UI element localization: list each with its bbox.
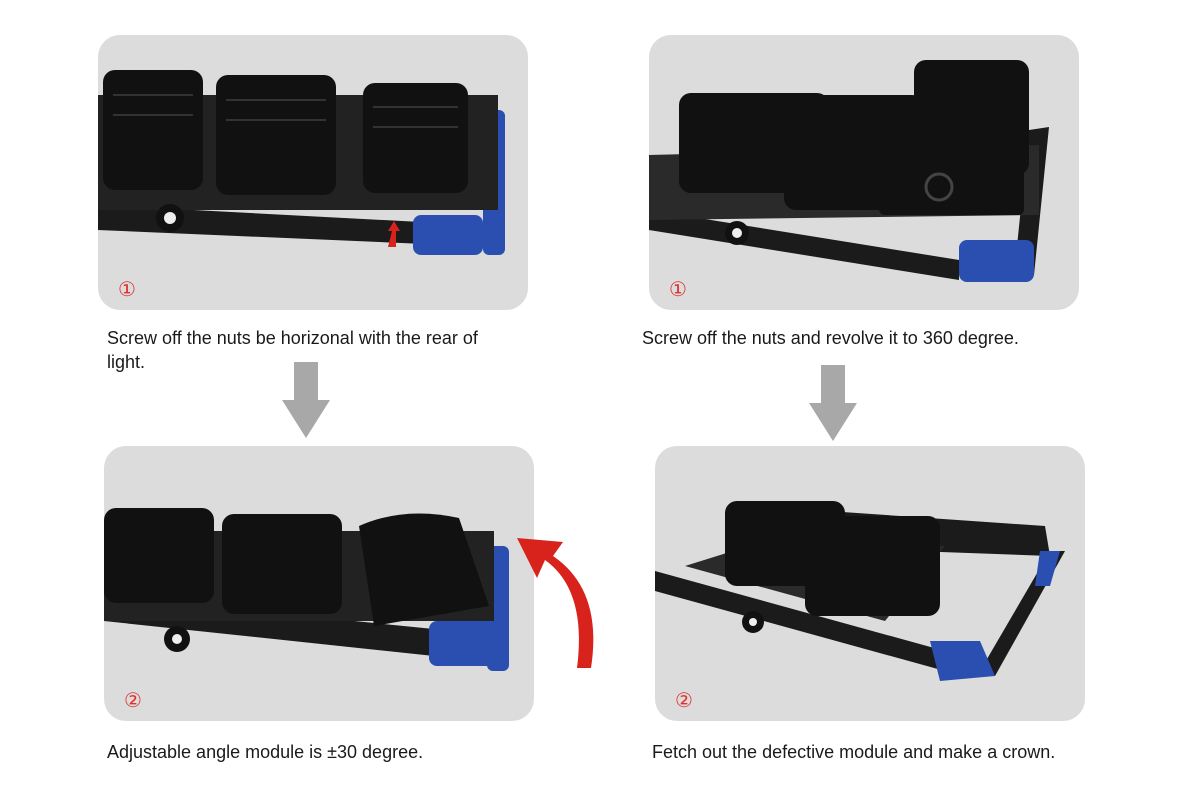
step-marker: ① <box>118 279 136 301</box>
step-1-image: ① <box>98 35 528 310</box>
luminaire-illustration <box>98 70 505 255</box>
step-marker: ② <box>124 690 142 712</box>
step-1-caption: Screw off the nuts be horizonal with the… <box>107 328 478 372</box>
step-4-image: ② <box>655 446 1085 721</box>
step-2-caption: Screw off the nuts and revolve it to 360… <box>642 328 1019 348</box>
luminaire-illustration <box>655 501 1065 681</box>
step-2-image: ① <box>649 35 1079 310</box>
luminaire-illustration <box>104 508 509 671</box>
step-3-caption: Adjustable angle module is ±30 degree. <box>107 742 424 762</box>
down-arrow-icon <box>809 365 857 441</box>
down-arrow-icon <box>282 362 330 438</box>
rotate-arrow-icon <box>517 538 594 668</box>
luminaire-illustration <box>649 60 1049 282</box>
step-3-image: ② <box>104 446 534 721</box>
step-marker: ① <box>669 279 687 301</box>
step-marker: ② <box>675 690 693 712</box>
up-arrow-icon <box>388 221 400 247</box>
step-4-caption: Fetch out the defective module and make … <box>652 742 1056 762</box>
